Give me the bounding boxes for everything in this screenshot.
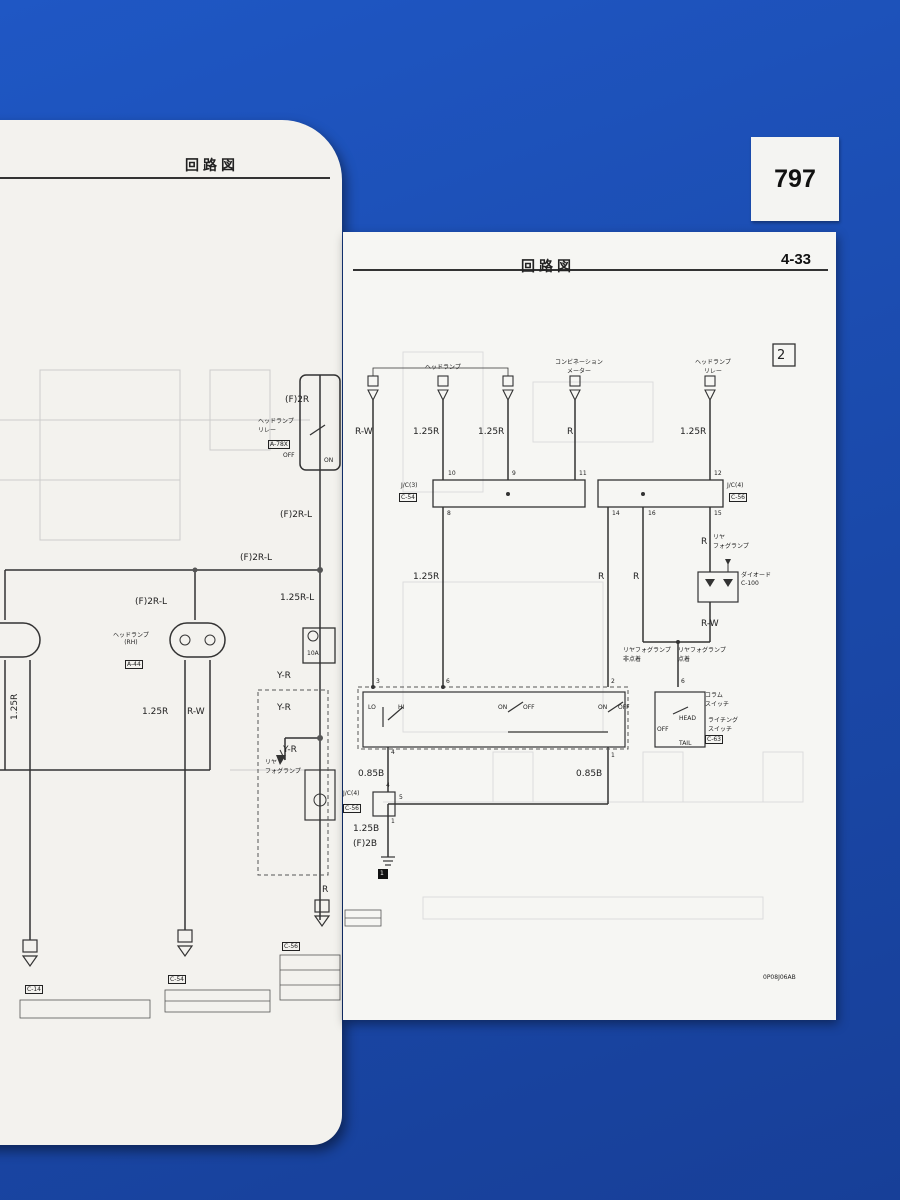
label-jc4b: J/C(4)	[343, 790, 360, 797]
pin-15: 15	[714, 510, 722, 517]
label-off-c: OFF	[657, 726, 669, 733]
wire-125r-b: 1.25R	[478, 427, 505, 437]
left-page: 回路図 (F)2R ヘッドランプ リレー A-78X OFF ON (F)2R-…	[0, 120, 342, 1145]
label-f2rl-b: (F)2R-L	[240, 553, 273, 563]
pin-16: 16	[648, 510, 656, 517]
wire-rw-b: R-W	[701, 619, 719, 629]
label-yr-1: Y-R	[277, 671, 291, 681]
label-f2rl-a: (F)2R-L	[280, 510, 313, 520]
label-off: OFF	[283, 452, 295, 459]
pin-4b: 4	[386, 782, 390, 789]
label-jc4b-code: C-56	[343, 804, 361, 813]
label-f2r: (F)2R	[285, 395, 310, 405]
label-rear-fog-relay-a: リヤフォグランプ 非点着	[623, 647, 671, 663]
pin-1: 1	[611, 752, 615, 759]
item-number-sticker: 797	[751, 137, 839, 221]
pin-9: 9	[512, 470, 516, 477]
wire-125r-a: 1.25R	[413, 427, 440, 437]
label-lighting-switch: ライチング スイッチ	[708, 717, 739, 733]
pin-12: 12	[714, 470, 722, 477]
pin-11: 11	[579, 470, 587, 477]
label-tail: TAIL	[679, 740, 692, 747]
wire-r-c: R	[633, 572, 640, 582]
figure-code: 0P08J06AB	[763, 974, 796, 981]
wire-125r-c: 1.25R	[680, 427, 707, 437]
ground-number: 1	[380, 870, 384, 877]
label-125rl: 1.25R-L	[280, 593, 315, 603]
label-c14: C-14	[25, 985, 43, 994]
label-diode: ダイオード	[741, 572, 772, 579]
left-wiring-diagram	[0, 177, 341, 1019]
pin-3: 3	[376, 678, 380, 685]
right-wiring-diagram	[344, 269, 828, 927]
label-hi: HI	[398, 704, 405, 711]
label-off-a: OFF	[523, 704, 535, 711]
right-page-header: 回路図	[521, 259, 575, 275]
pin-1b: 1	[391, 818, 395, 825]
label-jc3-code: C-54	[399, 493, 417, 502]
label-combination-meter: コンビネーション メーター	[555, 359, 603, 375]
label-head: HEAD	[679, 715, 697, 722]
pin-6b: 6	[681, 678, 685, 685]
left-page-header: 回路図	[185, 158, 239, 174]
label-f2rl-c: (F)2R-L	[135, 597, 168, 607]
label-r: R	[322, 885, 329, 895]
label-column-code: C-63	[705, 735, 723, 744]
label-headlamp: ヘッドランプ	[425, 364, 461, 371]
wire-r-a: R	[567, 427, 574, 437]
pin-5: 5	[399, 794, 403, 801]
label-jc4: J/C(4)	[727, 482, 744, 489]
wire-rw-a: R-W	[355, 427, 373, 437]
label-headlamp-relay: ヘッドランプ リレー	[258, 418, 294, 434]
item-number: 797	[774, 164, 816, 193]
label-headlamp-relay-right: ヘッドランプ リレー	[695, 359, 731, 375]
label-125r-a: 1.25R	[142, 707, 169, 717]
label-c54: C-54	[168, 975, 186, 984]
wire-125b: 1.25B	[353, 824, 380, 834]
right-page: 回路図 4-33 2 ヘッドランプ コンビネーション メーター ヘッドランプ リ…	[343, 232, 836, 1020]
label-rw: R-W	[187, 707, 205, 717]
pin-10: 10	[448, 470, 456, 477]
label-jc4-code: C-56	[729, 493, 747, 502]
label-yr-3: Y-R	[283, 745, 297, 755]
pin-8: 8	[447, 510, 451, 517]
pin-2: 2	[611, 678, 615, 685]
pin-14: 14	[612, 510, 620, 517]
label-c56: C-56	[282, 942, 300, 951]
label-rear-fog-relay-b: リヤフォグランプ 点着	[678, 647, 726, 663]
label-off-b: OFF	[618, 704, 630, 711]
label-a44: A-44	[125, 660, 143, 669]
wire-r-b: R	[598, 572, 605, 582]
label-on-a: ON	[498, 704, 508, 711]
label-on-b: ON	[598, 704, 608, 711]
label-headlamp-rh: ヘッドランプ (RH)	[113, 632, 149, 646]
label-fuse: 10A	[307, 650, 319, 657]
wire-r-d: R	[701, 537, 708, 547]
wire-f2b: (F)2B	[353, 839, 378, 849]
section-number: 2	[777, 348, 786, 363]
label-column-switch: コラム スイッチ	[705, 692, 730, 708]
label-jc3: J/C(3)	[401, 482, 418, 489]
pin-6: 6	[446, 678, 450, 685]
wire-085b-a: 0.85B	[358, 769, 385, 779]
label-diode-code: C-100	[741, 580, 759, 587]
label-lo: LO	[368, 704, 376, 711]
wire-125r-d: 1.25R	[413, 572, 440, 582]
pin-4: 4	[391, 749, 395, 756]
label-rear-fog-lamp: リヤ フォグランプ	[713, 534, 749, 550]
label-125r-b: 1.25R	[10, 693, 20, 720]
wire-085b-b: 0.85B	[576, 769, 603, 779]
page-number: 4-33	[781, 251, 812, 268]
label-yr-2: Y-R	[277, 703, 291, 713]
label-on: ON	[324, 457, 334, 464]
label-relay-code: A-78X	[268, 440, 290, 449]
label-rear-fog: リヤ フォグランプ	[265, 759, 301, 775]
